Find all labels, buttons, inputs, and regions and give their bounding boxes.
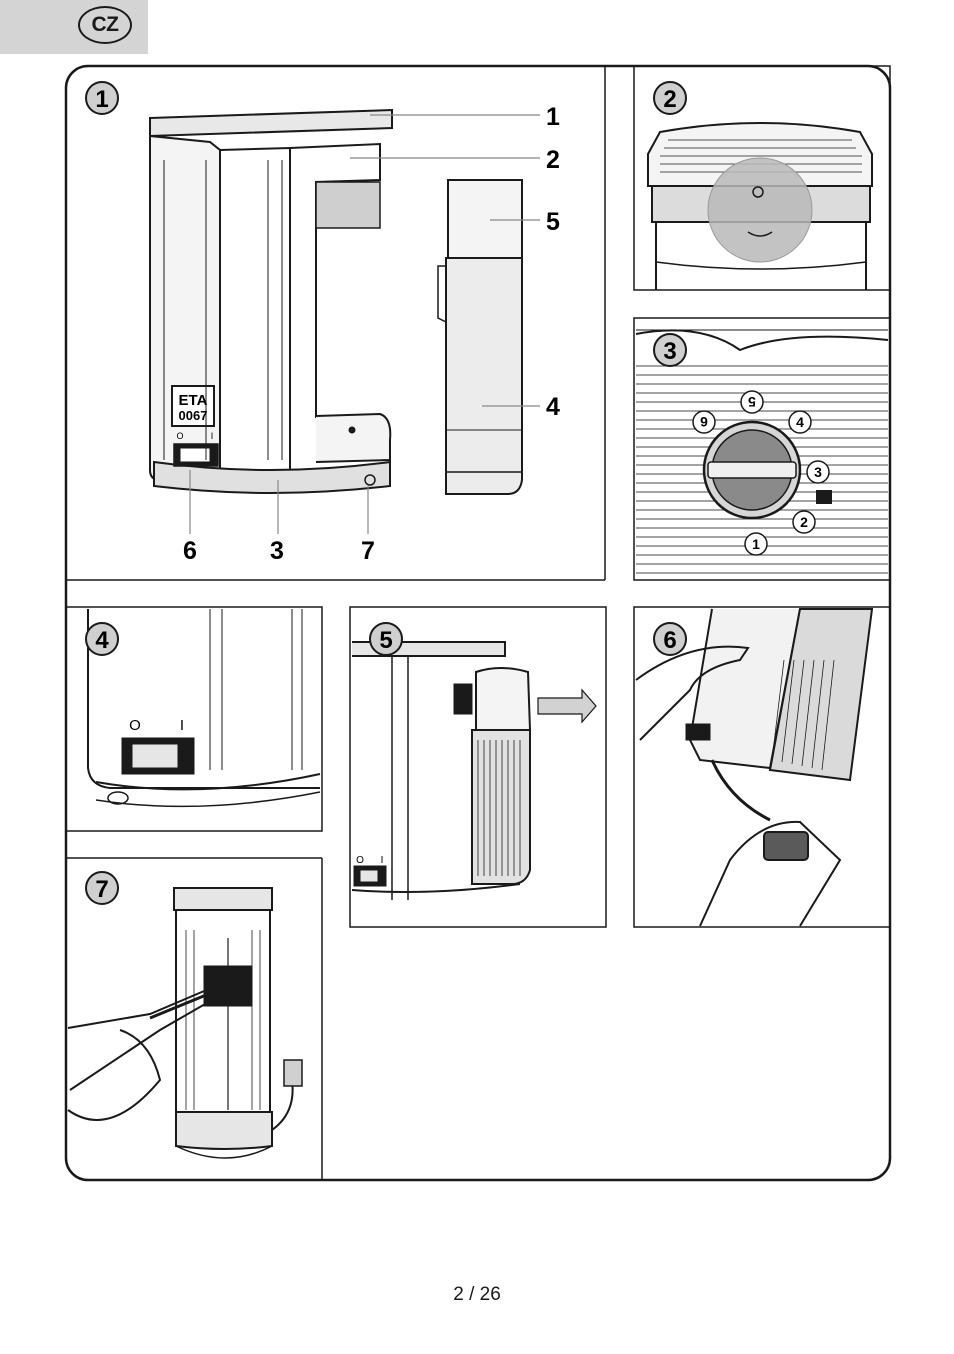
figure-6-number-badge xyxy=(653,622,687,656)
callout-6: 6 xyxy=(183,537,197,565)
dial-mark-1 xyxy=(744,532,768,556)
magnifier-circle xyxy=(707,157,813,263)
device-label-line1: ETA xyxy=(179,392,208,409)
water-tank-drawing xyxy=(437,179,523,495)
figure-2: 2 xyxy=(647,81,873,290)
callout-2: 2 xyxy=(546,146,560,174)
figure-1-number-badge xyxy=(85,81,119,115)
callout-3: 3 xyxy=(270,537,284,565)
figure-4-number-badge xyxy=(85,622,119,656)
callout-5: 5 xyxy=(546,208,560,236)
figure-7: 7 xyxy=(67,871,303,1159)
figure-6: 6 xyxy=(635,608,874,927)
dial-mark-4 xyxy=(788,410,812,434)
figure-2-number: 2 xyxy=(663,86,676,113)
figure-3-number: 3 xyxy=(663,338,676,365)
fig5-switch-off-mark: O xyxy=(356,855,364,866)
dial-label-1: 1 xyxy=(752,536,760,552)
figure-5: O I 5 xyxy=(351,622,597,900)
fig4-switch-off-mark: O xyxy=(129,717,141,734)
figure-6-number: 6 xyxy=(663,627,676,654)
dial-mark-2 xyxy=(792,510,816,534)
device-label-line2: 0067 xyxy=(179,408,208,423)
dial-mark-5 xyxy=(740,390,764,414)
figure-7-number-badge xyxy=(85,871,119,905)
power-plug xyxy=(763,831,809,861)
figure-1-number: 1 xyxy=(95,86,108,113)
dial-mark-3 xyxy=(806,460,830,484)
language-badge: CZ xyxy=(78,6,132,44)
callout-1: 1 xyxy=(546,103,560,131)
dial-label-2: 2 xyxy=(800,514,808,530)
coffee-maker-drawing xyxy=(149,108,393,494)
dial-label-3: 3 xyxy=(814,464,822,480)
fig4-switch-on-mark: I xyxy=(180,717,184,734)
figure-4-number: 4 xyxy=(95,627,109,654)
figure-1: 1 ETA 0067 O I xyxy=(85,81,560,565)
pull-direction-arrow xyxy=(537,688,597,724)
callout-7: 7 xyxy=(361,537,375,565)
switch-off-mark: O xyxy=(176,431,183,441)
figure-5-number-badge xyxy=(369,622,403,656)
figure-4: O I 4 xyxy=(85,609,321,808)
switch-on-mark: I xyxy=(211,431,214,441)
figure-5-number: 5 xyxy=(379,627,392,654)
dial-label-5: 5 xyxy=(748,394,756,410)
dial-label-4: 4 xyxy=(796,414,804,430)
figure-7-number: 7 xyxy=(95,876,108,903)
callout-4: 4 xyxy=(546,393,560,421)
figure-3: 1 2 3 4 5 6 3 xyxy=(635,329,889,574)
dial-label-6: 6 xyxy=(700,414,708,430)
page-number: 2 / 26 xyxy=(453,1284,501,1305)
fig5-switch-on-mark: I xyxy=(381,855,384,866)
figure-3-number-badge xyxy=(653,333,687,367)
dial-mark-6 xyxy=(692,410,716,434)
figure-2-number-badge xyxy=(653,81,687,115)
